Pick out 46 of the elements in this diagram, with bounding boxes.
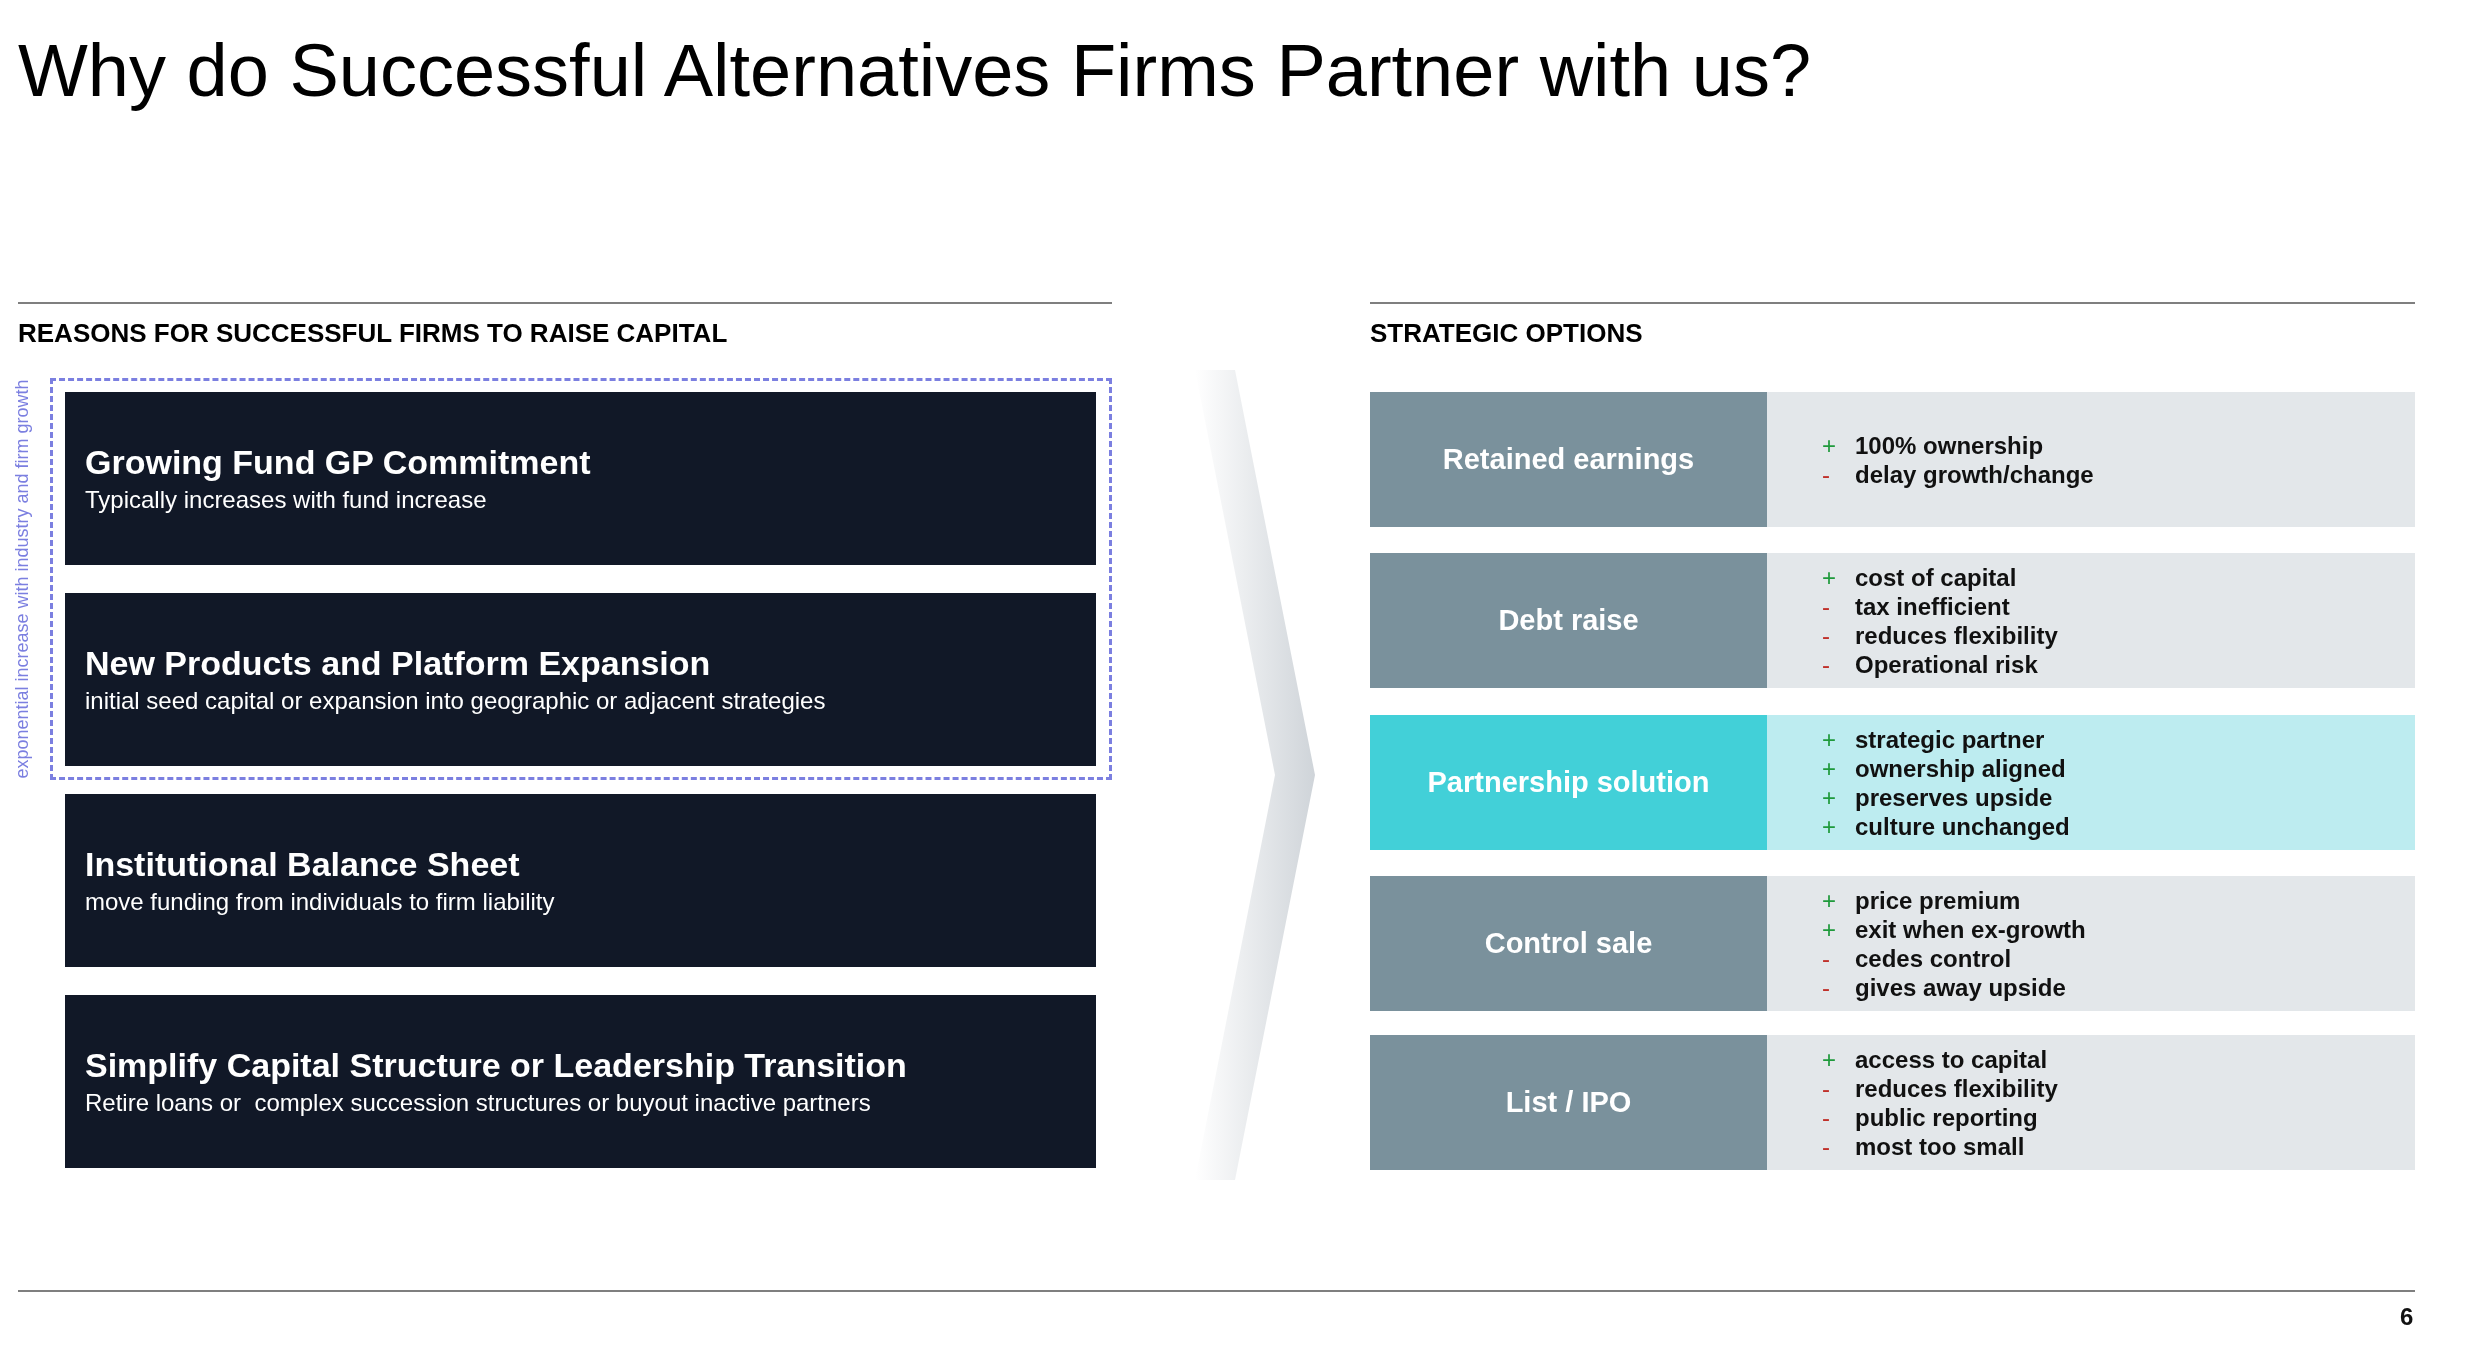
pro-con-item: + culture unchanged [1822,811,2071,841]
slide-title: Why do Successful Alternatives Firms Partner with us? [18,28,1812,113]
option-detail-panel [1767,715,2415,850]
option-detail-panel [1767,876,2415,1011]
pro-con-item: - most too small [1822,1131,2026,1161]
pro-con-item: + strategic partner [1822,724,2046,754]
pro-con-item: + 100% ownership [1822,430,2045,460]
option-label-box: Control sale [1370,876,1767,1011]
pro-con-item: - tax inefficient [1822,591,2011,621]
pro-con-item: - gives away upside [1822,972,2067,1002]
pro-con-item: - public reporting [1822,1102,2039,1132]
pro-con-item: + cost of capital [1822,562,2018,592]
page-number: 6 [2400,1302,2414,1331]
card-heading: Institutional Balance Sheet [85,845,521,884]
reason-card [65,593,1096,766]
pro-con-item: - delay growth/change [1822,459,2095,489]
dashed-group-frame [50,378,1112,780]
option-detail-panel [1767,392,2415,527]
option-label-box: Debt raise [1370,553,1767,688]
card-description: move funding from individuals to firm liability [85,888,556,916]
card-heading: Growing Fund GP Commitment [85,443,592,482]
card-heading: New Products and Platform Expansion [85,644,712,683]
pro-con-item: - reduces flexibility [1822,1073,2059,1103]
reason-card [65,995,1096,1168]
pro-con-item: - Operational risk [1822,649,2039,679]
card-description: initial seed capital or expansion into geographic or adjacent strategies [85,687,827,715]
pro-con-item: + access to capital [1822,1044,2049,1074]
card-heading: Simplify Capital Structure or Leadership Transition [85,1046,908,1085]
vertical-annotation: exponential increase with industry and firm growth [12,378,33,781]
option-detail-panel [1767,553,2415,688]
option-label-box: Partnership solution [1370,715,1767,850]
card-description: Typically increases with fund increase [85,486,488,514]
section-heading: REASONS FOR SUCCESSFUL FIRMS TO RAISE CAPITAL [18,318,728,349]
pro-con-item: - reduces flexibility [1822,620,2059,650]
option-detail-panel [1767,1035,2415,1170]
option-label-box: List / IPO [1370,1035,1767,1170]
section-heading: STRATEGIC OPTIONS [1370,318,1643,349]
pro-con-item: + ownership aligned [1822,753,2067,783]
pro-con-item: + exit when ex-growth [1822,914,2087,944]
reason-card [65,794,1096,967]
option-label-box: Retained earnings [1370,392,1767,527]
pro-con-item: + price premium [1822,885,2022,915]
pro-con-item: + preserves upside [1822,782,2054,812]
card-description: Retire loans or complex succession structures or buyout inactive partners [85,1089,872,1117]
pro-con-item: - cedes control [1822,943,2013,973]
reason-card [65,392,1096,565]
